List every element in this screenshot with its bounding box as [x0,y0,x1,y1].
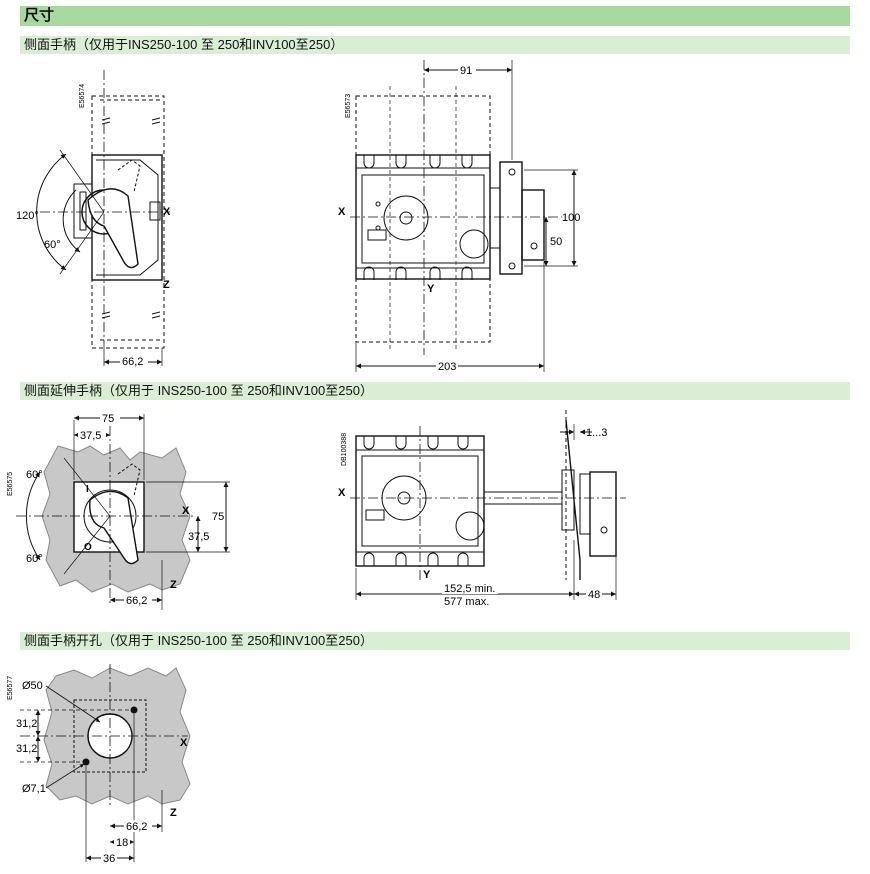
fig3-axis-z: Z [170,579,177,591]
fig1-angle-inner: 60° [44,239,61,251]
fig5-dim-66-2: 66,2 [126,821,147,833]
fig3-dim-w2: 37,5 [80,430,101,442]
extended-handle-shaft-view [350,410,626,600]
fig5-axis-x: X [180,737,188,749]
fig4-dim-48: 48 [588,589,600,601]
fig3-pos-off: O [84,542,92,553]
fig1-axis-x: X [163,206,171,218]
fig4-dim-gap: 1...3 [586,427,607,439]
extended-handle-front-view [16,414,230,610]
section-heading-side-handle: 侧面手柄（仅用于INS250-100 至 250和INV100至250） [20,36,850,54]
side-handle-side-view [36,70,170,366]
fig3-angle-bottom: 60° [26,553,43,565]
fig3-angle-top: 60° [26,469,43,481]
fig3-code: E56575 [7,472,14,496]
handle-cutout-view [20,664,191,862]
fig4-dim-min: 152,5 min. [444,583,495,595]
fig1-angle-outer: 120° [16,210,39,222]
fig4-dim-max: 577 max. [444,596,489,608]
fig5-dia-small: Ø7,1 [22,783,46,795]
fig5-dim-36: 36 [103,853,115,865]
fig4-axis-x: X [338,487,346,499]
fig2-dim-h2: 50 [550,236,562,248]
fig5-axis-z: Z [170,807,177,819]
fig3-pos-on: I [86,484,89,495]
fig3-dim-h1: 75 [212,511,224,523]
fig2-dim-bottom: 203 [438,361,456,373]
fig4-code: DB100388 [341,433,348,466]
fig1-code: E56574 [79,84,86,108]
fig3-dim-bottom: 66,2 [126,595,147,607]
fig5-code: E56577 [7,676,14,700]
fig2-dim-h1: 100 [562,212,580,224]
section-heading-extended-handle: 侧面延伸手柄（仅用于 INS250-100 至 250和INV100至250） [20,382,850,400]
fig4-axis-y: Y [423,569,431,581]
fig2-axis-y: Y [427,283,435,295]
fig1-dim-bottom: 66,2 [122,356,143,368]
fig5-dia-big: Ø50 [22,680,43,692]
section-heading-handle-cutout: 侧面手柄开孔（仅用于 INS250-100 至 250和INV100至250） [20,632,850,650]
fig3-dim-h2: 37,5 [188,531,209,543]
page-title: 尺寸 [20,6,850,26]
side-handle-front-view [350,60,578,372]
fig2-axis-x: X [338,206,346,218]
fig2-dim-top: 91 [460,65,472,77]
fig1-axis-z: Z [163,279,170,291]
fig5-dim-18: 18 [116,837,128,849]
fig3-dim-w1: 75 [102,413,114,425]
fig3-axis-x: X [182,505,190,517]
fig5-dim-b: 31,2 [16,743,37,755]
fig2-code: E56573 [345,94,352,118]
fig5-dim-a: 31,2 [16,718,37,730]
